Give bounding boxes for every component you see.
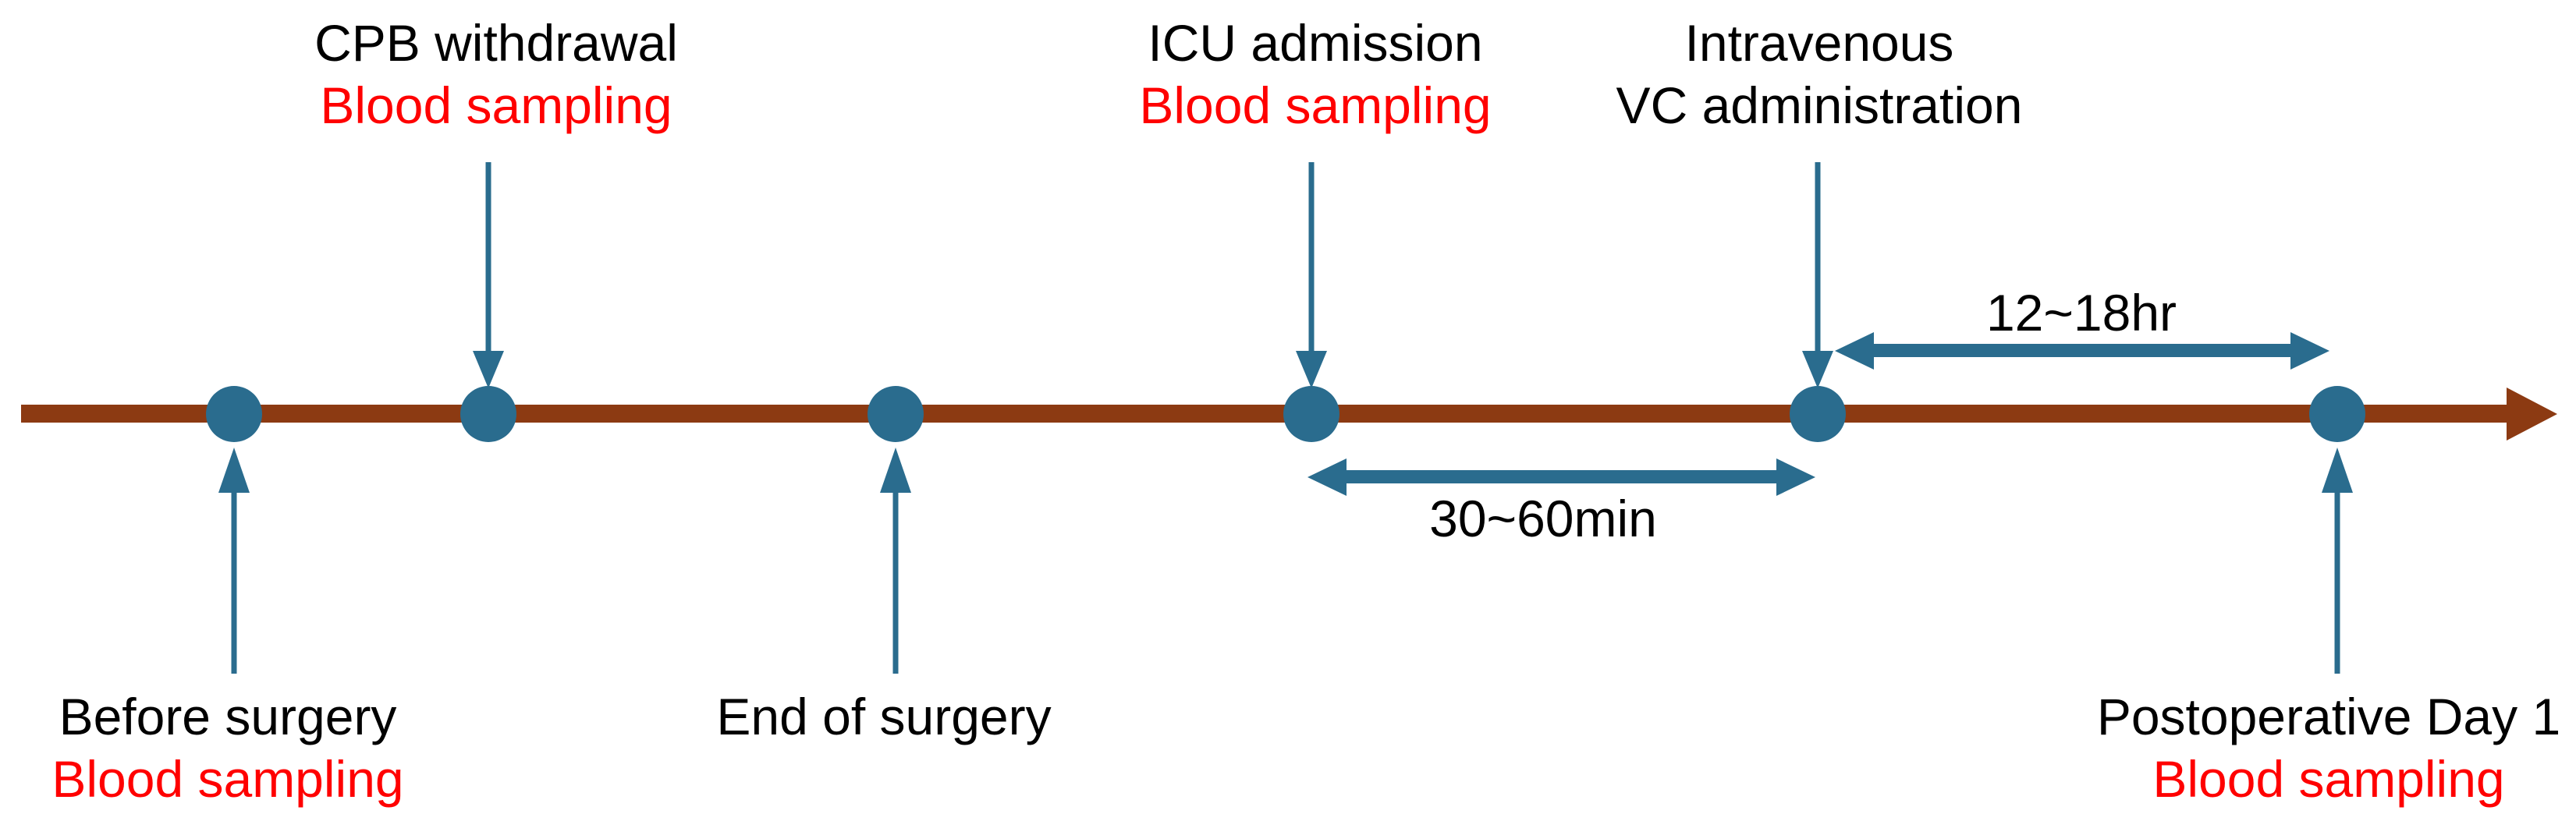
down-arrow-icu-admission-icon	[1296, 162, 1327, 388]
event-label-cpb-withdrawal: CPB withdrawal Blood sampling	[314, 14, 678, 134]
event-label-line2: Blood sampling	[2152, 750, 2504, 808]
event-marker-cpb-withdrawal	[460, 386, 516, 442]
event-label-line1: Intravenous	[1685, 14, 1954, 72]
up-arrow-before-surgery-icon	[218, 448, 250, 674]
event-label-before-surgery: Before surgery Blood sampling	[51, 688, 403, 808]
event-marker-iv-vc-administration	[1790, 386, 1846, 442]
event-label-line1: Before surgery	[59, 688, 397, 745]
event-label-line2: VC administration	[1616, 76, 2023, 134]
event-label-end-of-surgery: End of surgery	[716, 688, 1051, 745]
interval-arrow-12-18hr-icon	[1835, 332, 2329, 370]
timeline-bar	[21, 405, 2510, 423]
event-label-postoperative-day-1: Postoperative Day 1 Blood sampling	[2097, 688, 2560, 808]
event-marker-postoperative-day-1	[2309, 386, 2365, 442]
up-arrow-end-of-surgery-icon	[880, 448, 911, 674]
down-arrow-iv-vc-administration-icon	[1802, 162, 1833, 388]
event-label-line1: Postoperative Day 1	[2097, 688, 2560, 745]
event-label-icu-admission: ICU admission Blood sampling	[1139, 14, 1491, 134]
event-marker-end-of-surgery	[868, 386, 924, 442]
event-marker-icu-admission	[1283, 386, 1339, 442]
interval-label-12-18hr: 12~18hr	[1986, 284, 2177, 342]
interval-arrow-30-60min-icon	[1308, 458, 1815, 496]
interval-label-30-60min: 30~60min	[1429, 490, 1657, 547]
event-label-iv-vc-administration: Intravenous VC administration	[1616, 14, 2023, 134]
timeline-axis	[21, 388, 2557, 441]
event-label-line2: Blood sampling	[51, 750, 403, 808]
timeline-arrowhead-icon	[2507, 388, 2557, 441]
event-label-line1: CPB withdrawal	[314, 14, 678, 72]
event-label-line1: End of surgery	[716, 688, 1051, 745]
event-label-line2: Blood sampling	[320, 76, 672, 134]
up-arrow-postoperative-day-1-icon	[2322, 448, 2353, 674]
event-label-line2: Blood sampling	[1139, 76, 1491, 134]
event-marker-before-surgery	[206, 386, 262, 442]
event-label-line1: ICU admission	[1148, 14, 1482, 72]
down-arrow-cpb-withdrawal-icon	[473, 162, 504, 388]
